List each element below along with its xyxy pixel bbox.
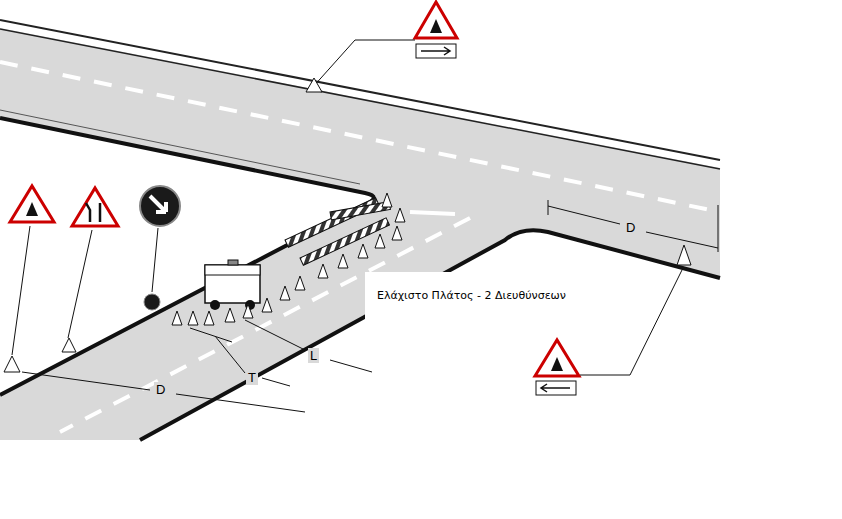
dimension-label: L <box>308 348 319 363</box>
warning-sign <box>4 186 54 372</box>
dimension-label: T <box>246 370 258 385</box>
work-van <box>205 260 260 310</box>
barrier <box>285 198 390 266</box>
center-line <box>60 218 470 432</box>
road-edge <box>0 29 720 169</box>
dimension-label: D <box>154 382 167 397</box>
keep-right-sign <box>140 186 180 310</box>
stop-line <box>410 212 455 214</box>
warning-sign <box>535 245 691 395</box>
center-line <box>0 62 720 212</box>
dimension-label: D <box>624 220 637 235</box>
curb-line <box>140 230 720 440</box>
text-box: Ελάχιστο Πλάτος - 2 Διευθύνσεων <box>365 272 585 320</box>
sidewalk-line <box>0 110 360 184</box>
box-text: Ελάχιστο Πλάτος - 2 Διευθύνσεων <box>377 289 573 303</box>
lane-narrows-sign <box>62 188 118 352</box>
dimension-line <box>22 200 718 412</box>
warning-sign <box>306 2 457 92</box>
